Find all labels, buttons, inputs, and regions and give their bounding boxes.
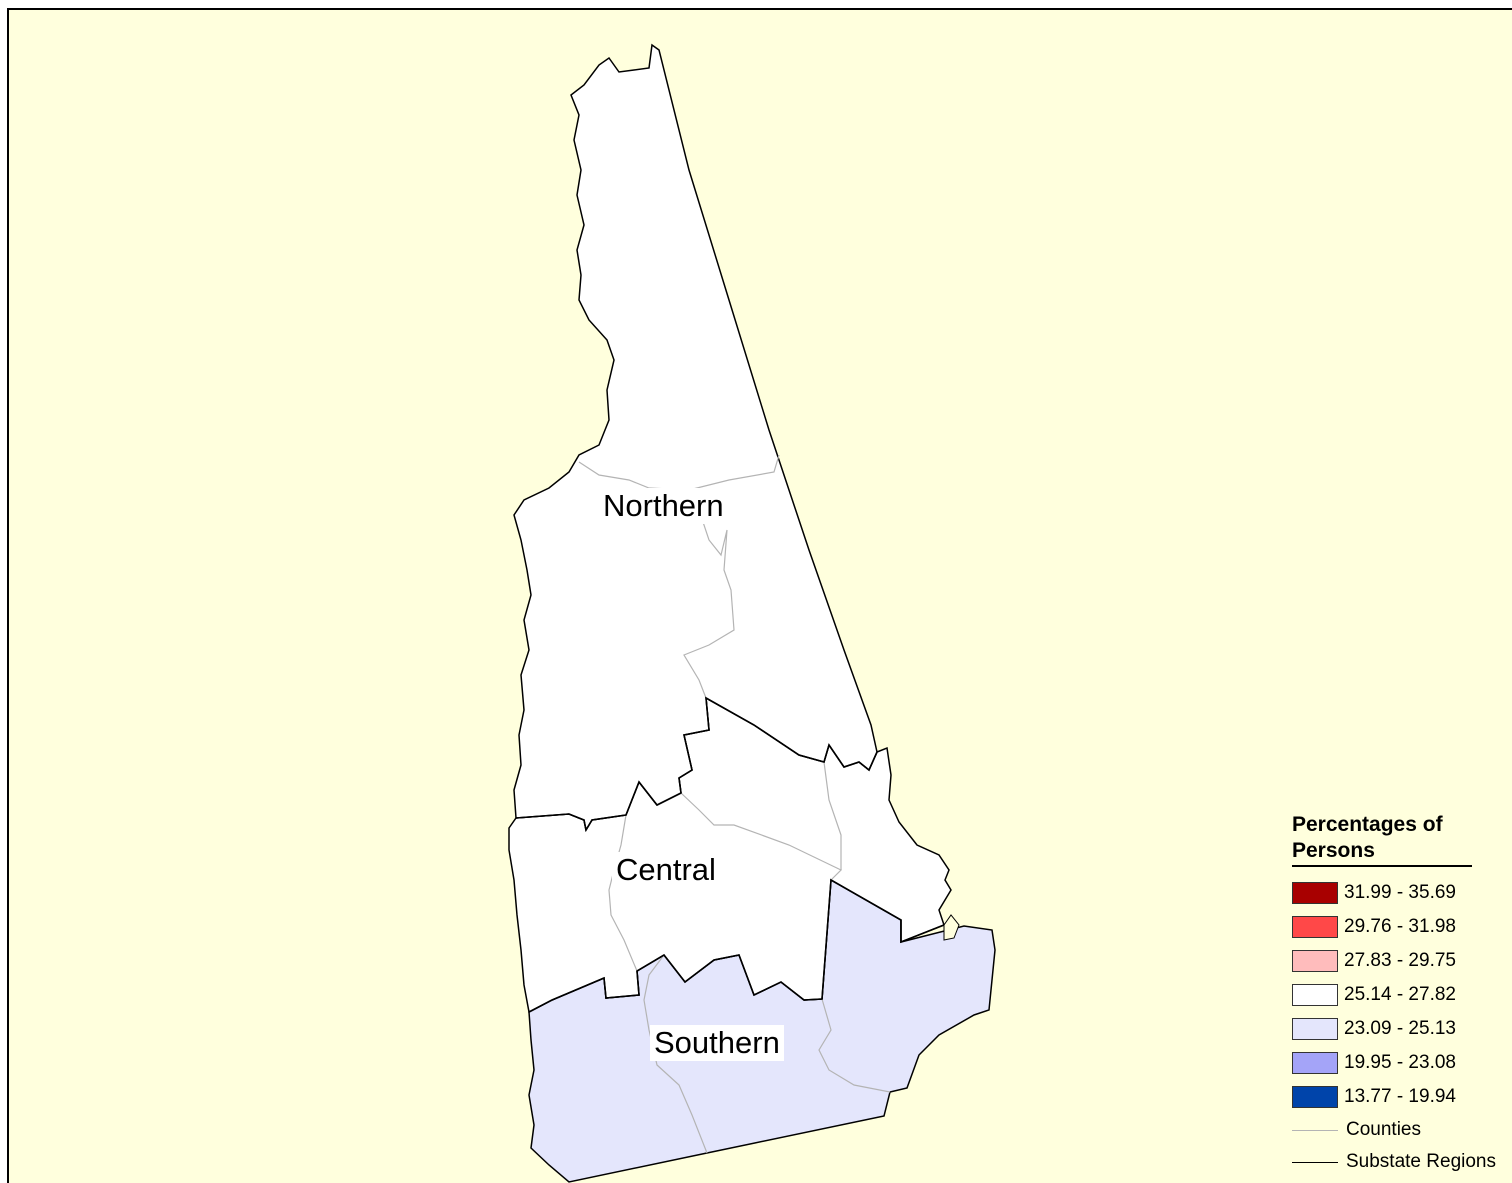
legend-classes: 31.99 - 35.69 29.76 - 31.98 27.83 - 29.75 2…: [1292, 876, 1512, 1114]
coastal-inlet: [943, 914, 960, 941]
legend-swatch: [1292, 916, 1338, 938]
region-northern[interactable]: [513, 43, 878, 833]
legend-item: 13.77 - 19.94: [1292, 1080, 1512, 1114]
legend-title-line2: Persons: [1292, 839, 1375, 862]
legend-item: 27.83 - 29.75: [1292, 944, 1512, 978]
state-map: [508, 43, 996, 1183]
legend-title: Percentages of Persons: [1292, 812, 1472, 867]
county-line: [818, 998, 891, 1093]
map-legend: Percentages of Persons 31.99 - 35.69 29.7…: [1292, 812, 1512, 1178]
county-line: [823, 761, 842, 870]
legend-line-sample: [1292, 1129, 1338, 1131]
legend-item: 19.95 - 23.08: [1292, 1046, 1512, 1080]
legend-range-label: 27.83 - 29.75: [1344, 950, 1456, 971]
region-line: [515, 696, 878, 833]
legend-swatch: [1292, 882, 1338, 904]
legend-swatch: [1292, 984, 1338, 1006]
legend-line-item: Counties: [1292, 1114, 1512, 1146]
legend-line-label: Substate Regions: [1346, 1151, 1496, 1172]
legend-swatch: [1292, 1018, 1338, 1040]
legend-item: 31.99 - 35.69: [1292, 876, 1512, 910]
legend-line-label: Counties: [1346, 1119, 1421, 1140]
legend-range-label: 13.77 - 19.94: [1344, 1086, 1456, 1107]
legend-swatch: [1292, 1086, 1338, 1108]
legend-range-label: 29.76 - 31.98: [1344, 916, 1456, 937]
legend-range-label: 25.14 - 27.82: [1344, 984, 1456, 1005]
legend-item: 25.14 - 27.82: [1292, 978, 1512, 1012]
region-label-northern: Northern: [599, 488, 728, 524]
region-label-central: Central: [612, 852, 720, 888]
county-line: [608, 814, 638, 972]
region-label-southern: Southern: [650, 1025, 784, 1061]
map-frame: Northern Central Southern: [7, 8, 1512, 1183]
legend-range-label: 23.09 - 25.13: [1344, 1018, 1456, 1039]
legend-swatch: [1292, 950, 1338, 972]
legend-title-line1: Percentages of: [1292, 813, 1443, 836]
legend-line-item: Substate Regions: [1292, 1146, 1512, 1178]
legend-swatch: [1292, 1052, 1338, 1074]
legend-line-sample: [1292, 1161, 1338, 1163]
county-line: [683, 509, 735, 699]
region-line: [528, 878, 945, 1013]
legend-range-label: 19.95 - 23.08: [1344, 1052, 1456, 1073]
legend-item: 29.76 - 31.98: [1292, 910, 1512, 944]
legend-range-label: 31.99 - 35.69: [1344, 882, 1456, 903]
substate-region-lines: [515, 696, 945, 1013]
legend-item: 23.09 - 25.13: [1292, 1012, 1512, 1046]
